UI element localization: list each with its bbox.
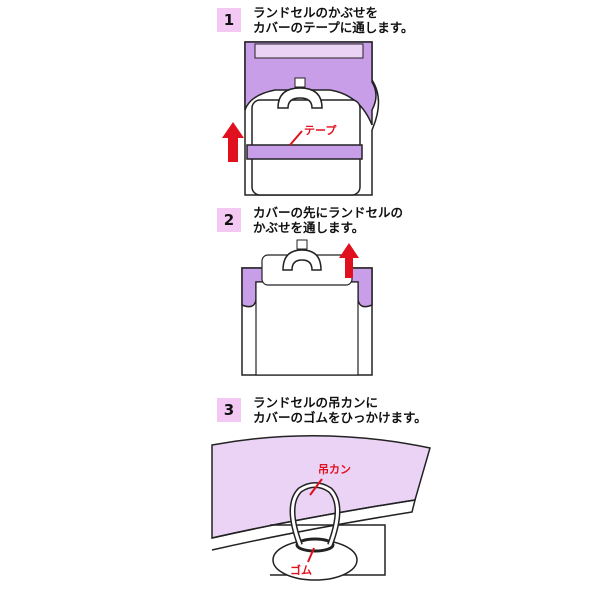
step-text: かぶせを通します。 (253, 220, 365, 235)
tape-label: テープ (304, 123, 337, 137)
step-3-illustration: 吊カン ゴム (211, 434, 431, 581)
step-number: 3 (217, 398, 241, 422)
step-3-instruction: 3 ランドセルの吊カンにカバーのゴムをひっかけます。 (217, 395, 427, 425)
hook-label: 吊カン (318, 463, 351, 476)
step-text: カバーのテープに通します。 (253, 20, 414, 35)
rubber-label: ゴム (290, 563, 312, 577)
step-text: カバーのゴムをひっかけます。 (253, 410, 427, 425)
step-number: 1 (217, 8, 241, 32)
step-1-instruction: 1 ランドセルのかぶせをカバーのテープに通します。 (217, 5, 414, 35)
step-text: ランドセルのかぶせを (253, 5, 379, 20)
step-number: 2 (217, 208, 241, 232)
step-text: ランドセルの吊カンに (253, 395, 379, 410)
step-2-instruction: 2 カバーの先にランドセルのかぶせを通します。 (217, 205, 403, 235)
step-1-illustration: テープ (222, 41, 380, 196)
step-text: カバーの先にランドセルの (253, 205, 404, 220)
step-2-illustration (241, 239, 373, 376)
